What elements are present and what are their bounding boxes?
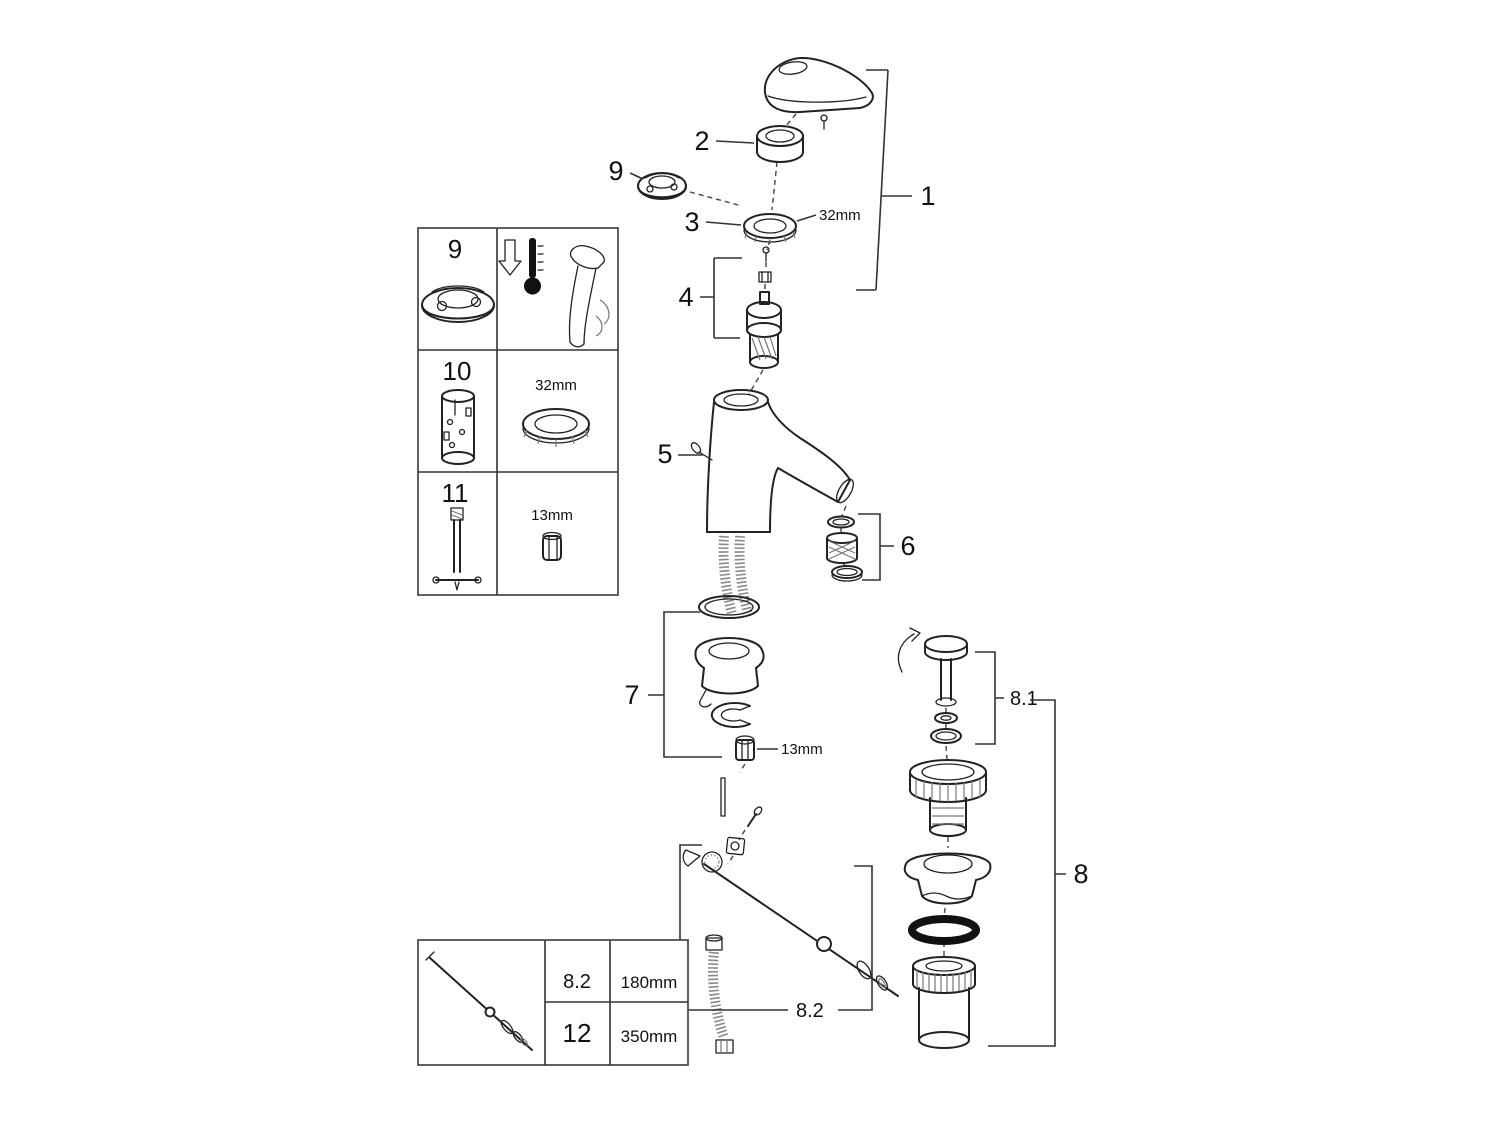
length-row-2-length: 350mm — [621, 1027, 678, 1046]
tools-row-11-size: 13mm — [531, 507, 573, 524]
callout-3-label: 3 — [684, 207, 699, 237]
lower-braided-hose — [705, 934, 734, 1054]
callout-2: 2 — [694, 126, 755, 156]
callout-8-1: 8.1 — [975, 651, 1038, 745]
dim-32mm-label: 32mm — [819, 207, 861, 224]
length-row-1-length: 180mm — [621, 973, 678, 992]
callout-6-label: 6 — [900, 531, 915, 561]
callout-2-label: 2 — [694, 126, 709, 156]
mounting-group — [694, 595, 765, 761]
seal-ring-32mm — [743, 213, 797, 244]
faucet-body — [690, 389, 854, 533]
limiter-cap — [637, 172, 687, 200]
tools-row-9-number: 9 — [448, 234, 462, 264]
drain-body — [912, 956, 976, 1049]
callout-8-2: 8.2 — [679, 844, 873, 1022]
callout-4-label: 4 — [678, 282, 693, 312]
callout-9-label: 9 — [608, 156, 623, 186]
length-table: 8.2 180mm 12 350mm — [417, 939, 689, 1066]
callout-7-label: 7 — [624, 680, 639, 710]
ring-32mm-icon — [522, 408, 590, 447]
cartridge-tool-icon — [441, 389, 475, 465]
tools-row-11-number: 11 — [442, 478, 469, 508]
drain-clamp — [903, 852, 992, 905]
callout-8-1-label: 8.1 — [1010, 688, 1038, 710]
braided-supply-hoses — [718, 535, 753, 616]
aerator-stack — [826, 515, 863, 582]
callout-5-label: 5 — [657, 439, 672, 469]
drain-o-ring — [908, 915, 980, 945]
callout-7: 7 13mm — [624, 611, 823, 758]
lift-rod-pin — [720, 777, 726, 817]
callout-5: 5 — [657, 439, 703, 469]
callout-3: 3 32mm — [684, 207, 860, 237]
rod-icon — [425, 951, 533, 1051]
callout-4: 4 — [678, 257, 742, 339]
tools-row-10-size: 32mm — [535, 377, 577, 394]
length-row-1-part: 8.2 — [563, 971, 591, 993]
tools-row-10-number: 10 — [443, 356, 472, 386]
cartridge-group — [746, 246, 782, 369]
hot-water-limit-icon — [498, 238, 544, 295]
callout-1-label: 1 — [920, 181, 935, 211]
limiter-cap-icon — [421, 285, 495, 323]
length-row-2-part: 12 — [563, 1018, 592, 1048]
handle-cap-ring — [756, 125, 804, 163]
pop-up-rod-assembly — [682, 806, 899, 997]
lever-ghost-icon — [568, 245, 610, 348]
drain-flange — [909, 759, 987, 837]
tools-inset-table: 9 10 — [417, 227, 619, 596]
handle-lever — [763, 56, 874, 130]
dim-13mm-label: 13mm — [781, 741, 823, 758]
callout-1: 1 — [856, 69, 936, 291]
callout-8-2-label: 8.2 — [796, 1000, 824, 1022]
callout-8: 8 — [988, 699, 1089, 1047]
callout-6: 6 — [858, 513, 916, 581]
callout-8-label: 8 — [1073, 859, 1088, 889]
pop-up-plug — [897, 627, 968, 744]
nut-13mm-icon — [542, 531, 562, 561]
hex-key-tool-icon — [432, 507, 482, 591]
callout-9: 9 — [608, 156, 644, 186]
